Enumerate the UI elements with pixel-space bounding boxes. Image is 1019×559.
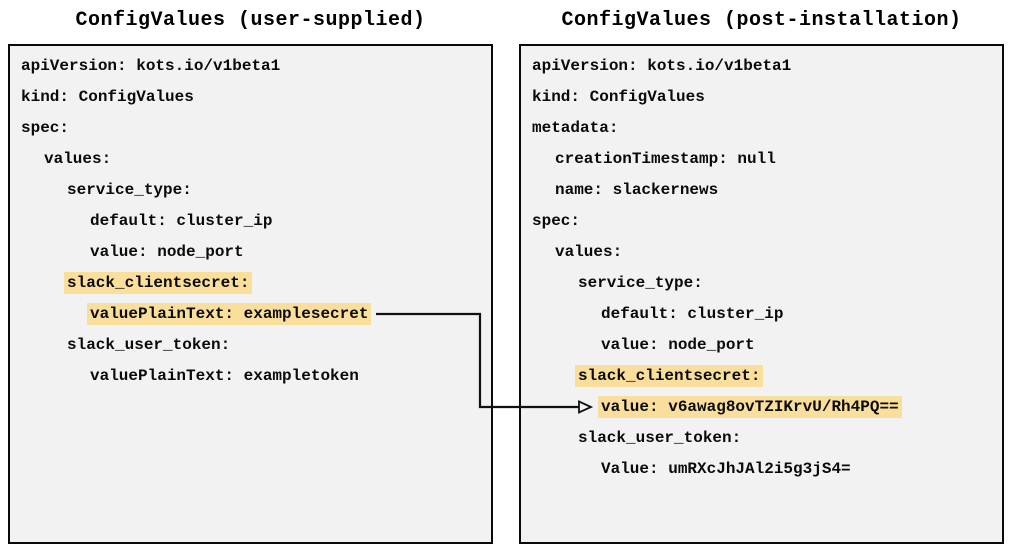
yaml-line: kind: ConfigValues xyxy=(10,82,491,113)
yaml-line: spec: xyxy=(10,113,491,144)
yaml-text: Value: umRXcJhJAl2i5g3jS4= xyxy=(601,460,851,478)
yaml-line: values: xyxy=(10,144,491,175)
yaml-line: metadata: xyxy=(521,113,1002,144)
highlighted-yaml-text: value: v6awag8ovTZIKrvU/Rh4PQ== xyxy=(598,396,902,418)
yaml-text: service_type: xyxy=(578,274,703,292)
config-panel-user-supplied: apiVersion: kots.io/v1beta1 kind: ConfigV… xyxy=(8,44,493,544)
yaml-text: creationTimestamp: null xyxy=(555,150,776,168)
yaml-text: kind: ConfigValues xyxy=(532,88,705,106)
yaml-line: valuePlainText: exampletoken xyxy=(10,361,491,392)
yaml-text: value: node_port xyxy=(90,243,244,261)
highlighted-yaml-text: slack_clientsecret: xyxy=(64,272,253,294)
yaml-text: values: xyxy=(44,150,112,168)
yaml-text: default: cluster_ip xyxy=(601,305,784,323)
yaml-line: default: cluster_ip xyxy=(10,206,491,237)
yaml-line: default: cluster_ip xyxy=(521,299,1002,330)
yaml-text: spec: xyxy=(21,119,70,137)
yaml-text: service_type: xyxy=(67,181,192,199)
yaml-line: value: v6awag8ovTZIKrvU/Rh4PQ== xyxy=(521,392,1002,423)
yaml-text: apiVersion: kots.io/v1beta1 xyxy=(21,57,281,75)
config-panel-post-installation: apiVersion: kots.io/v1beta1 kind: ConfigV… xyxy=(519,44,1004,544)
highlighted-yaml-text: valuePlainText: examplesecret xyxy=(87,303,372,325)
yaml-line: name: slackernews xyxy=(521,175,1002,206)
yaml-line: value: node_port xyxy=(521,330,1002,361)
yaml-line: kind: ConfigValues xyxy=(521,82,1002,113)
yaml-line: slack_user_token: xyxy=(10,330,491,361)
yaml-text: default: cluster_ip xyxy=(90,212,273,230)
panel-title-post-installation: ConfigValues (post-installation) xyxy=(561,9,962,32)
yaml-text: metadata: xyxy=(532,119,619,137)
panel-title-user-supplied: ConfigValues (user-supplied) xyxy=(75,9,426,32)
yaml-text: apiVersion: kots.io/v1beta1 xyxy=(532,57,792,75)
yaml-text: value: node_port xyxy=(601,336,755,354)
yaml-text: name: slackernews xyxy=(555,181,719,199)
yaml-text: valuePlainText: exampletoken xyxy=(90,367,359,385)
yaml-line: service_type: xyxy=(521,268,1002,299)
yaml-line: service_type: xyxy=(10,175,491,206)
yaml-text: kind: ConfigValues xyxy=(21,88,194,106)
yaml-line: slack_clientsecret: xyxy=(10,268,491,299)
yaml-line: valuePlainText: examplesecret xyxy=(10,299,491,330)
yaml-text: spec: xyxy=(532,212,581,230)
yaml-line: slack_clientsecret: xyxy=(521,361,1002,392)
yaml-line: slack_user_token: xyxy=(521,423,1002,454)
highlighted-yaml-text: slack_clientsecret: xyxy=(575,365,764,387)
yaml-line: values: xyxy=(521,237,1002,268)
yaml-line: Value: umRXcJhJAl2i5g3jS4= xyxy=(521,454,1002,485)
yaml-line: value: node_port xyxy=(10,237,491,268)
yaml-line: apiVersion: kots.io/v1beta1 xyxy=(521,51,1002,82)
yaml-text: slack_user_token: xyxy=(578,429,742,447)
yaml-text: values: xyxy=(555,243,623,261)
yaml-line: spec: xyxy=(521,206,1002,237)
yaml-line: creationTimestamp: null xyxy=(521,144,1002,175)
yaml-text: slack_user_token: xyxy=(67,336,231,354)
yaml-line: apiVersion: kots.io/v1beta1 xyxy=(10,51,491,82)
